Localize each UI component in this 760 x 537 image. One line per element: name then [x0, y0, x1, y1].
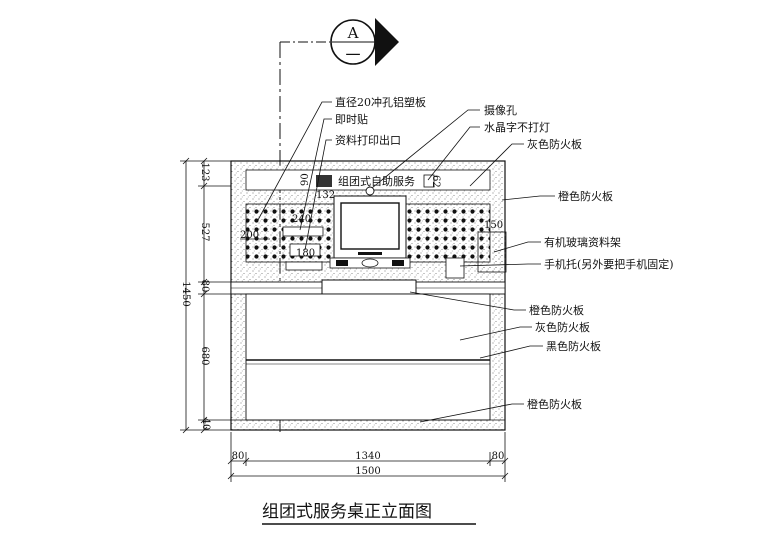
callout-print-outlet: 资料打印出口 [335, 133, 401, 147]
dim-200: 200 [240, 230, 259, 241]
dim-left-40: 40 [200, 418, 211, 431]
dim-left-80: 80 [199, 280, 210, 293]
dim-bottom-total: 1500 [355, 466, 380, 477]
dim-62: 62 [430, 175, 441, 188]
section-letter: A [347, 24, 359, 42]
dim-left-527: 527 [199, 222, 210, 241]
callout-camera-hole: 摄像孔 [484, 103, 517, 117]
sticky-note-box [285, 261, 323, 271]
callout-orange-side: 橙色防火板 [558, 189, 613, 203]
dim-132: 132 [316, 190, 335, 201]
callout-gray-top: 灰色防火板 [527, 137, 582, 151]
bottom-dimension-chain [227, 432, 509, 482]
desk-elevation: 组团式自助服务 [230, 160, 507, 431]
callout-perforated-panel: 直径20冲孔铝塑板 [335, 95, 426, 109]
acrylic-rack [477, 231, 507, 273]
callout-black-mid: 黑色防火板 [546, 339, 601, 353]
section-sub: 一 [345, 46, 360, 64]
dim-bottom-right: 80 [492, 451, 505, 462]
monitor-screen [340, 202, 400, 250]
dim-left-total: 1450 [180, 281, 191, 306]
section-marker: A 一 [279, 18, 399, 432]
dim-left-123: 123 [199, 162, 210, 181]
counter-slot [321, 279, 417, 295]
phone-holder-icon [445, 257, 465, 279]
drawing-title: 组团式服务桌正立面图 [262, 502, 432, 522]
callout-phone-holder: 手机托(另外要把手机固定) [544, 257, 674, 271]
dim-left-680: 680 [199, 346, 210, 365]
camera-hole-icon [365, 186, 375, 196]
callout-sticky-note: 即时贴 [335, 112, 368, 126]
callout-gray-mid: 灰色防火板 [535, 320, 590, 334]
section-arrow-icon [375, 18, 399, 66]
left-dimension-chain [180, 157, 231, 434]
perforated-panel-right [405, 203, 491, 263]
dim-150: 150 [484, 220, 503, 231]
crystal-logo-icon [316, 175, 332, 187]
callout-orange-mid: 橙色防火板 [529, 303, 584, 317]
callout-acrylic-rack: 有机玻璃资料架 [544, 235, 621, 249]
callout-orange-bottom: 橙色防火板 [527, 397, 582, 411]
dim-240: 240 [292, 214, 311, 225]
lower-cabinet [245, 293, 491, 421]
print-slot [282, 226, 324, 237]
leader-lines [257, 101, 555, 423]
dim-180: 180 [296, 248, 315, 259]
callout-crystal-text: 水晶字不打灯 [484, 120, 550, 134]
service-sign-text: 组团式自助服务 [338, 174, 415, 188]
dim-bottom-middle: 1340 [355, 451, 380, 462]
dim-90: 90 [300, 173, 311, 186]
dim-bottom-left: 80 [232, 451, 245, 462]
